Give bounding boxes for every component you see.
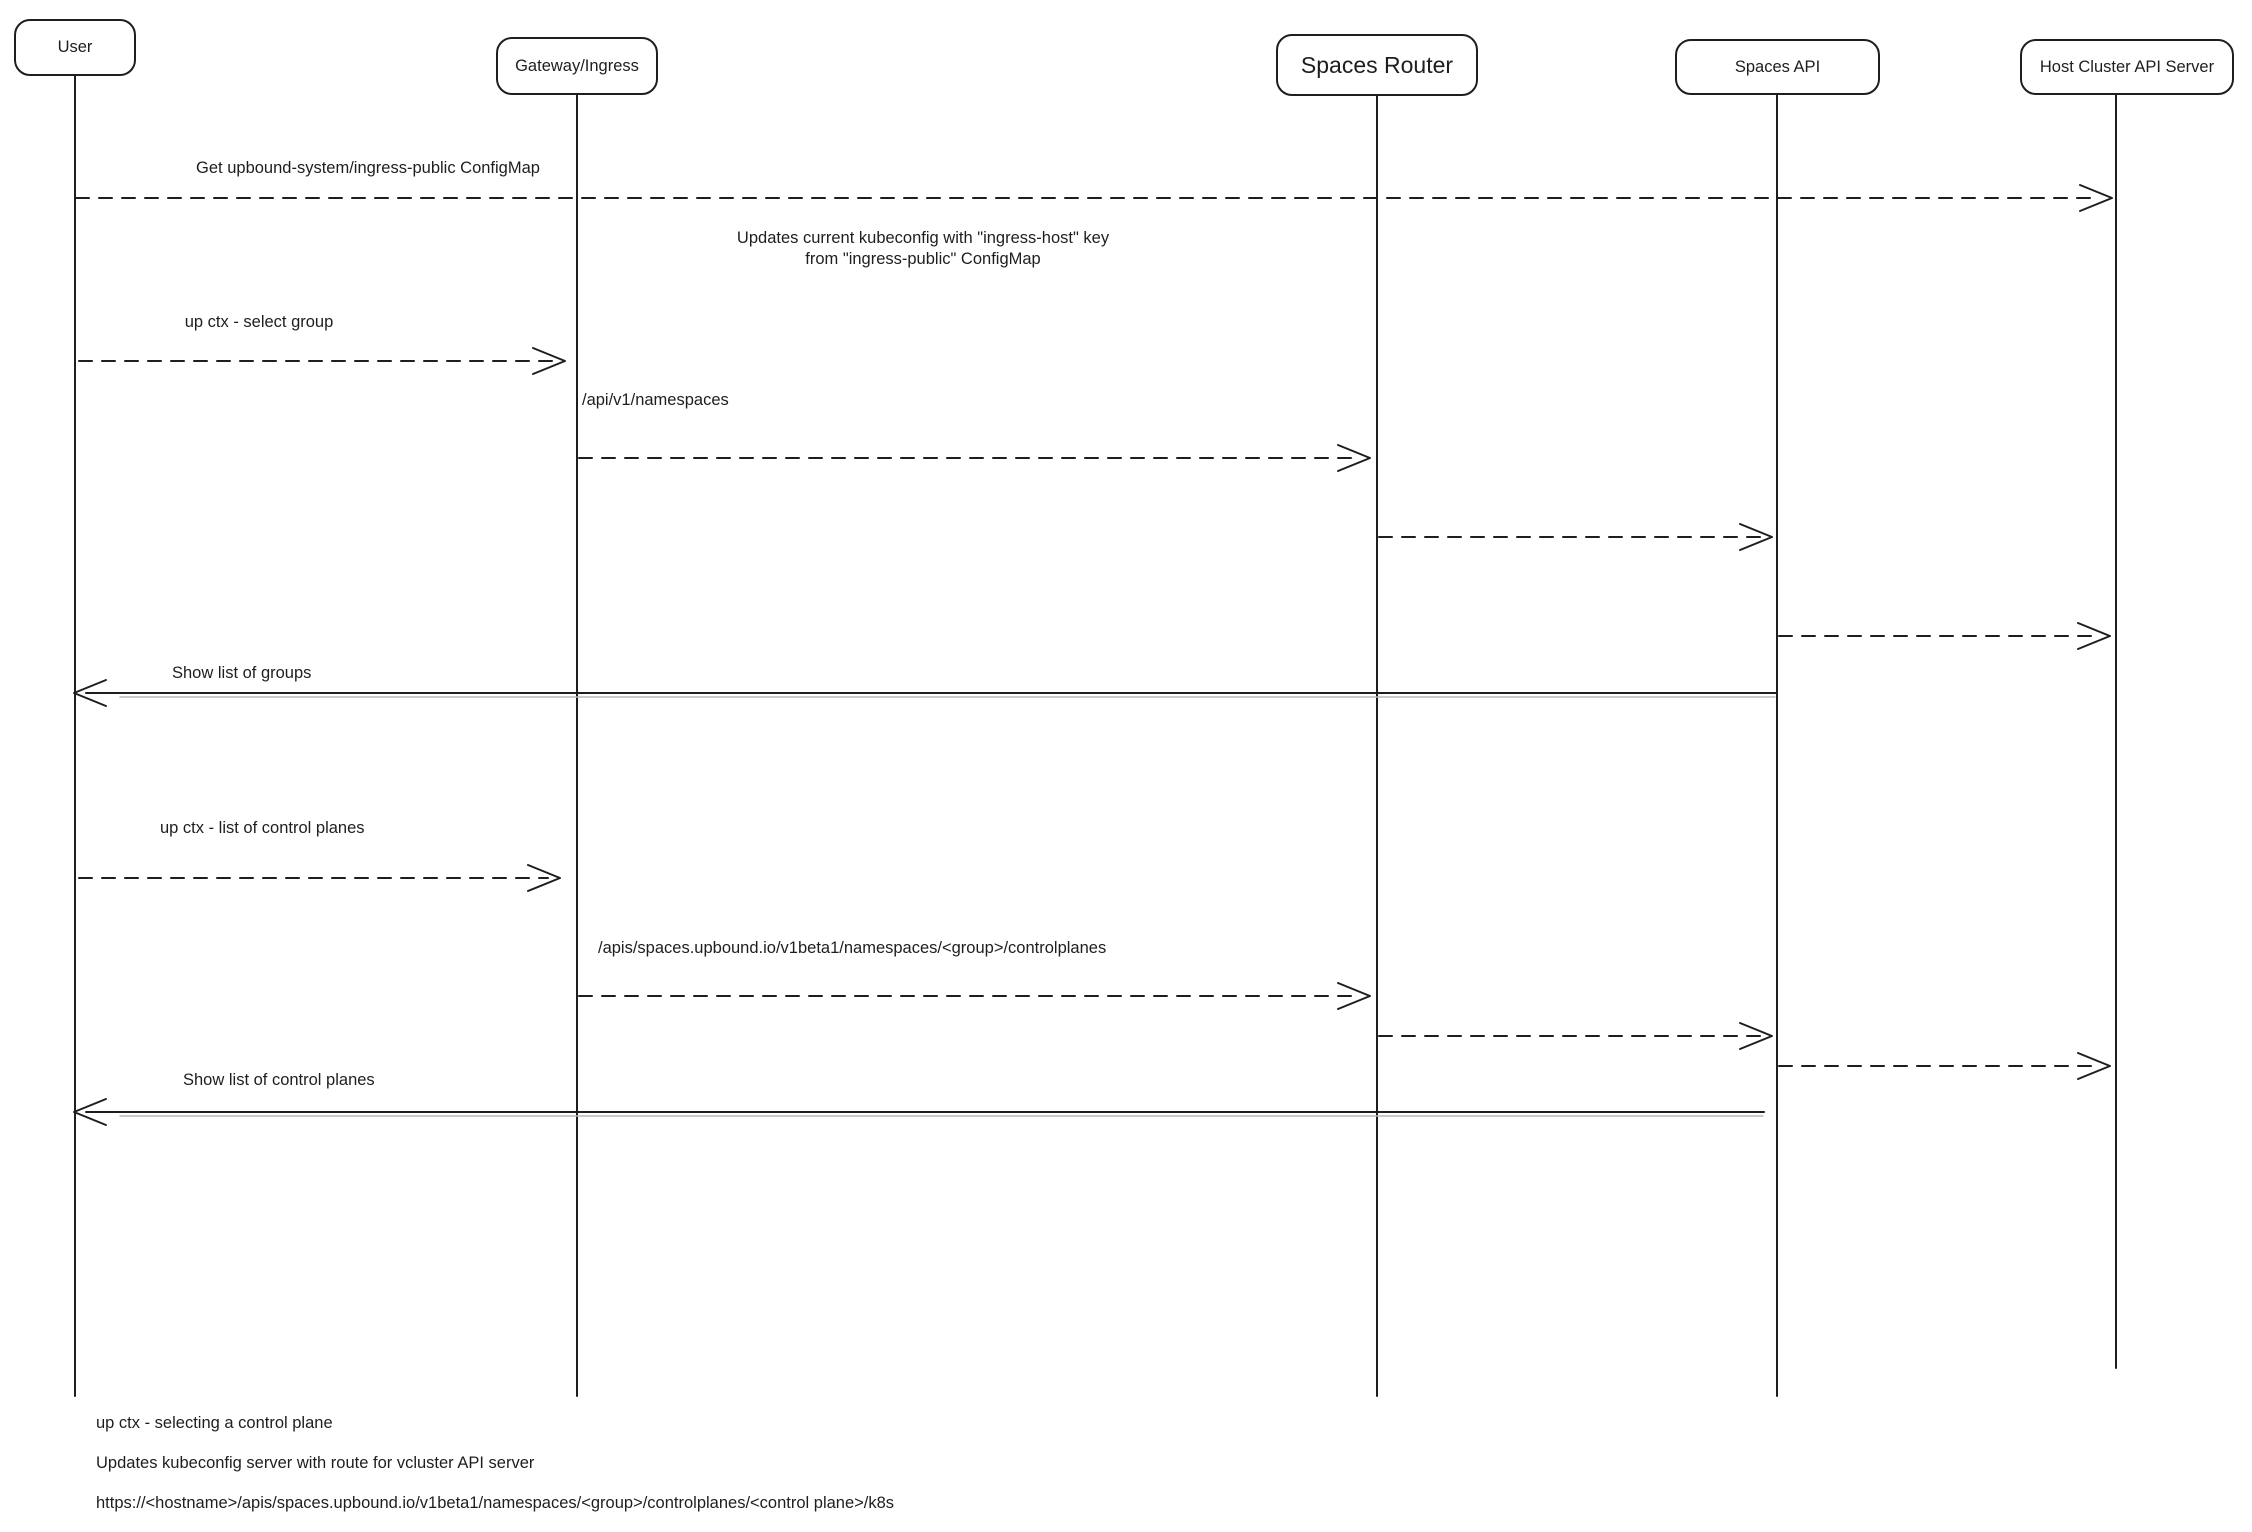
actor-box-spaces-api: Spaces API: [1675, 39, 1880, 95]
arrow-get-ingress-public-configmap: [75, 184, 2113, 212]
arrow-up-ctx-select-group: [78, 347, 566, 375]
actor-box-user: User: [14, 19, 136, 76]
message-label-show-list-of-groups: Show list of groups: [172, 664, 312, 682]
arrow-router-to-spaces-api-1: [1378, 523, 1773, 551]
note-kubeconfig-update-line1: Updates current kubeconfig with "ingress…: [736, 229, 1110, 247]
message-label-show-list-of-control-planes: Show list of control planes: [183, 1071, 375, 1089]
arrow-spaces-api-to-host-1: [1778, 622, 2111, 650]
arrow-spaces-api-to-host-2: [1778, 1052, 2111, 1080]
message-label-up-ctx-list-control-planes: up ctx - list of control planes: [160, 819, 365, 837]
arrow-show-list-of-control-planes: [73, 1098, 1765, 1126]
arrow-show-list-of-groups: [73, 679, 1777, 707]
note-kubeconfig-update-line2: from "ingress-public" ConfigMap: [805, 250, 1041, 268]
arrow-up-ctx-list-control-planes: [78, 864, 561, 892]
actor-box-gateway-ingress: Gateway/Ingress: [496, 37, 658, 95]
message-label-get-ingress-public-configmap: Get upbound-system/ingress-public Config…: [196, 159, 540, 177]
arrow-router-to-spaces-api-2: [1378, 1022, 1773, 1050]
arrow-api-v1-namespaces: [578, 444, 1371, 472]
note-kubeconfig-update: Updates current kubeconfig with "ingress…: [737, 228, 1109, 270]
message-label-apis-namespaces-controlplanes: /apis/spaces.upbound.io/v1beta1/namespac…: [598, 939, 1107, 957]
footer-note-selecting-control-plane: up ctx - selecting a control plane: [96, 1414, 333, 1432]
actor-box-spaces-router: Spaces Router: [1276, 34, 1478, 96]
message-label-api-v1-namespaces: /api/v1/namespaces: [582, 391, 729, 409]
actor-box-host-cluster-api-server: Host Cluster API Server: [2020, 39, 2234, 95]
footer-note-updates-kubeconfig: Updates kubeconfig server with route for…: [96, 1454, 535, 1472]
message-label-up-ctx-select-group: up ctx - select group: [184, 313, 334, 331]
arrow-apis-namespaces-controlplanes: [578, 982, 1371, 1010]
footer-note-hostname-url: https://<hostname>/apis/spaces.upbound.i…: [96, 1494, 895, 1512]
